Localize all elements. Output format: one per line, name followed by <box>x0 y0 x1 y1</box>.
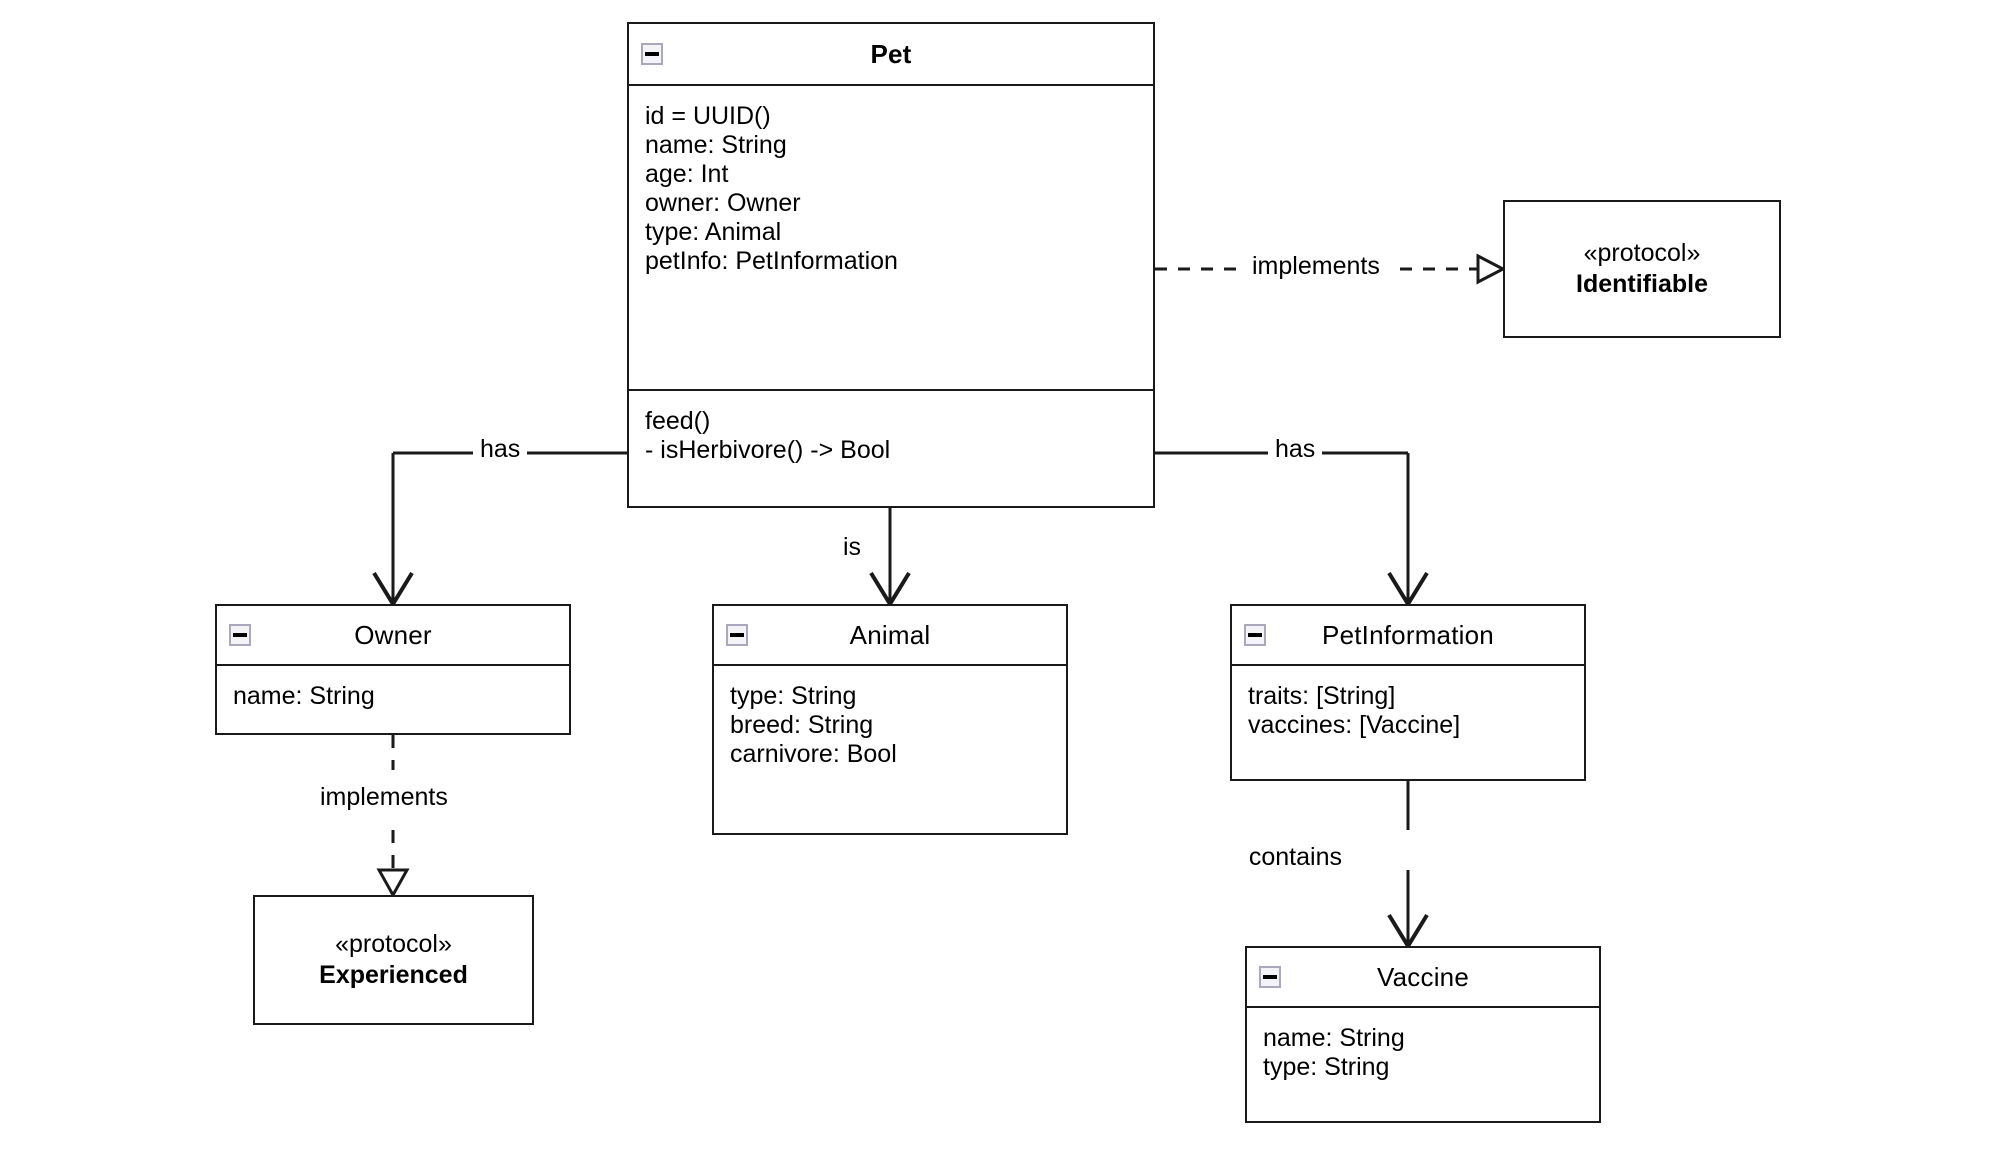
class-title-petinformation: PetInformation <box>1322 619 1494 650</box>
class-header-owner: Owner <box>217 606 569 666</box>
method-row: - isHerbivore() -> Bool <box>645 436 891 464</box>
edge-owner-implements-experienced <box>376 735 410 899</box>
edge-label-has-owner: has <box>473 435 528 464</box>
edge-label-is-animal: is <box>836 533 869 562</box>
collapse-minus-icon[interactable] <box>726 624 748 646</box>
attribute-row: type: Animal <box>645 218 782 246</box>
class-box-animal[interactable]: Animal type: String breed: String carniv… <box>712 604 1068 835</box>
protocol-title-identifiable: Identifiable <box>1576 270 1708 298</box>
class-box-vaccine[interactable]: Vaccine name: String type: String <box>1245 946 1601 1123</box>
class-box-owner[interactable]: Owner name: String <box>215 604 571 735</box>
attribute-row: age: Int <box>645 160 729 188</box>
class-box-petinformation[interactable]: PetInformation traits: [String] vaccines… <box>1230 604 1586 781</box>
class-attributes-petinformation: traits: [String] vaccines: [Vaccine] <box>1232 666 1584 779</box>
class-methods-pet: feed() - isHerbivore() -> Bool <box>629 389 1153 506</box>
edge-petinformation-contains-vaccine <box>1387 781 1429 950</box>
class-attributes-owner: name: String <box>217 666 569 733</box>
edge-label-has-petinformation: has <box>1268 435 1323 464</box>
class-header-petinformation: PetInformation <box>1232 606 1584 666</box>
class-box-pet[interactable]: Pet id = UUID() name: String age: Int ow… <box>627 22 1155 508</box>
edge-label-contains-vaccine: contains <box>1241 843 1349 872</box>
attribute-row: name: String <box>233 682 375 710</box>
attribute-row: name: String <box>1263 1024 1405 1052</box>
class-attributes-vaccine: name: String type: String <box>1247 1008 1599 1121</box>
attribute-row: name: String <box>645 131 787 159</box>
collapse-minus-icon[interactable] <box>641 43 663 65</box>
protocol-body-identifiable: «protocol» Identifiable <box>1505 202 1779 336</box>
class-header-animal: Animal <box>714 606 1066 666</box>
protocol-title-experienced: Experienced <box>319 961 468 989</box>
class-header-pet: Pet <box>629 24 1153 86</box>
class-title-animal: Animal <box>849 619 931 650</box>
class-title-owner: Owner <box>354 619 432 650</box>
method-row: feed() <box>645 407 711 435</box>
protocol-box-experienced[interactable]: «protocol» Experienced <box>253 895 534 1025</box>
class-header-vaccine: Vaccine <box>1247 948 1599 1008</box>
edge-label-implements-owner: implements <box>313 783 455 812</box>
collapse-minus-icon[interactable] <box>1259 966 1281 988</box>
collapse-minus-icon[interactable] <box>229 624 251 646</box>
edge-label-implements-pet: implements <box>1245 252 1387 281</box>
edge-pet-has-owner <box>372 451 627 608</box>
protocol-body-experienced: «protocol» Experienced <box>255 897 532 1023</box>
class-title-pet: Pet <box>870 38 912 69</box>
stereotype-label: «protocol» <box>335 929 452 958</box>
attribute-row: carnivore: Bool <box>730 740 897 768</box>
class-attributes-animal: type: String breed: String carnivore: Bo… <box>714 666 1066 833</box>
attribute-row: type: String <box>1263 1053 1390 1081</box>
class-title-vaccine: Vaccine <box>1377 961 1469 992</box>
attribute-row: traits: [String] <box>1248 682 1396 710</box>
stereotype-label: «protocol» <box>1583 238 1701 267</box>
collapse-minus-icon[interactable] <box>1244 624 1266 646</box>
attribute-row: owner: Owner <box>645 189 801 217</box>
attribute-row: id = UUID() <box>645 102 771 130</box>
edge-pet-is-animal <box>869 508 911 608</box>
attribute-row: vaccines: [Vaccine] <box>1248 711 1461 739</box>
edge-pet-has-petinformation <box>1155 451 1429 608</box>
class-attributes-pet: id = UUID() name: String age: Int owner:… <box>629 86 1153 389</box>
protocol-box-identifiable[interactable]: «protocol» Identifiable <box>1503 200 1781 338</box>
attribute-row: breed: String <box>730 711 874 739</box>
attribute-row: type: String <box>730 682 857 710</box>
attribute-row: petInfo: PetInformation <box>645 247 898 275</box>
